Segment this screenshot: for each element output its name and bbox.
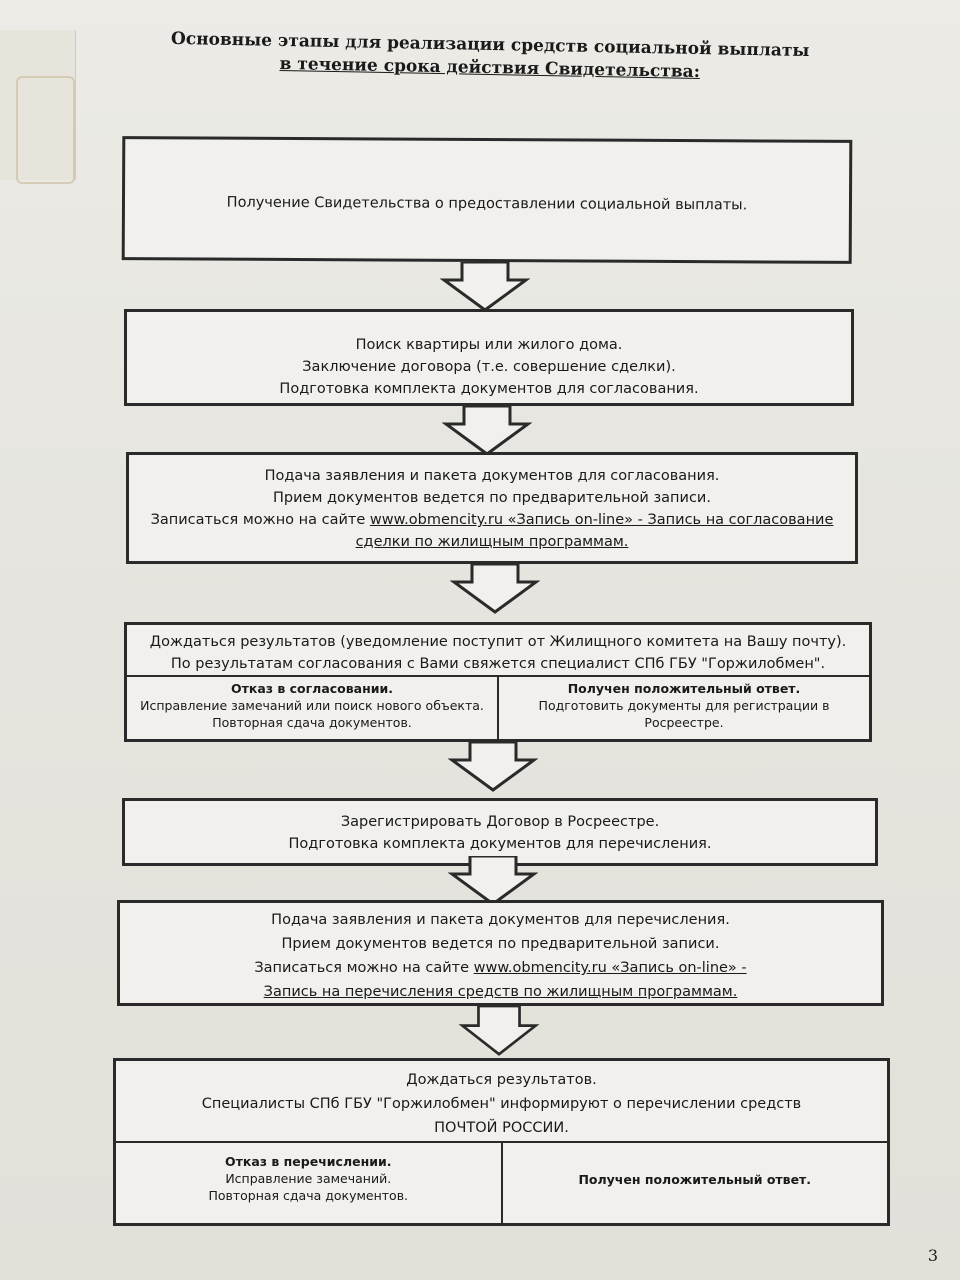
decorative-ornament xyxy=(16,76,75,184)
arrow-down-icon xyxy=(454,1006,544,1056)
underlying-sheet xyxy=(0,30,76,180)
outcome-positive-approval-line-2: Росреестре. xyxy=(499,714,869,731)
step-7-line-1: Дождаться результатов. xyxy=(126,1068,877,1092)
arrow-down-icon xyxy=(440,262,530,312)
step-5-line-1: Зарегистрировать Договор в Росреестре. xyxy=(135,811,865,833)
step-7-line-3: ПОЧТОЙ РОССИИ. xyxy=(126,1116,877,1140)
outcome-positive-approval-head: Получен положительный ответ. xyxy=(499,680,869,697)
outcome-positive-transfer: Получен положительный ответ. xyxy=(501,1143,888,1223)
page-title: Основные этапы для реализации средств со… xyxy=(150,27,831,86)
page-number: 3 xyxy=(928,1246,938,1265)
step-4-line-1: Дождаться результатов (уведомление посту… xyxy=(137,631,859,653)
outcome-refusal-transfer-head: Отказ в перечислении. xyxy=(116,1153,501,1170)
outcome-positive-approval: Получен положительный ответ. Подготовить… xyxy=(497,677,869,739)
step-7-outcomes: Отказ в перечислении. Исправление замеча… xyxy=(116,1141,887,1223)
outcome-positive-transfer-head: Получен положительный ответ. xyxy=(503,1171,888,1188)
step-2-line-1: Поиск квартиры или жилого дома. xyxy=(137,334,841,356)
step-5-line-2: Подготовка комплекта документов для пере… xyxy=(135,833,865,855)
step-3-line-1: Подача заявления и пакета документов для… xyxy=(139,465,845,487)
step-7-box: Дождаться результатов. Специалисты СПб Г… xyxy=(113,1058,890,1226)
step-6-line-2: Прием документов ведется по предваритель… xyxy=(130,932,871,956)
outcome-refusal-transfer-line-2: Повторная сдача документов. xyxy=(116,1187,501,1204)
step-4-line-2: По результатам согласования с Вами свяже… xyxy=(137,653,859,675)
step-1-text: Получение Свидетельства о предоставлении… xyxy=(135,191,839,217)
outcome-refusal-approval: Отказ в согласовании. Исправление замеча… xyxy=(127,677,497,739)
arrow-down-icon xyxy=(448,742,538,792)
step-2-box: Поиск квартиры или жилого дома. Заключен… xyxy=(124,309,854,406)
step-3-box: Подача заявления и пакета документов для… xyxy=(126,452,858,564)
step-1-box: Получение Свидетельства о предоставлении… xyxy=(122,136,853,264)
outcome-positive-approval-line-1: Подготовить документы для регистрации в xyxy=(499,697,869,714)
booking-link-transfer[interactable]: www.obmencity.ru «Запись on-line» - xyxy=(474,960,747,976)
step-2-line-3: Подготовка комплекта документов для согл… xyxy=(137,378,841,400)
booking-link-transfer-cont[interactable]: Запись на перечисления средств по жилищн… xyxy=(130,980,871,1004)
step-3-line-2: Прием документов ведется по предваритель… xyxy=(139,487,845,509)
step-3-line-3-prefix: Записаться можно на сайте xyxy=(151,512,370,528)
step-6-line-1: Подача заявления и пакета документов для… xyxy=(130,908,871,932)
booking-link-approval[interactable]: www.obmencity.ru «Запись on-line» - Запи… xyxy=(370,512,834,528)
outcome-refusal-approval-line-1: Исправление замечаний или поиск нового о… xyxy=(127,697,497,714)
step-2-line-2: Заключение договора (т.е. совершение сде… xyxy=(137,356,841,378)
step-4-outcomes: Отказ в согласовании. Исправление замеча… xyxy=(127,675,869,739)
arrow-down-icon xyxy=(448,856,538,906)
outcome-refusal-approval-line-2: Повторная сдача документов. xyxy=(127,714,497,731)
step-4-box: Дождаться результатов (уведомление посту… xyxy=(124,622,872,742)
arrow-down-icon xyxy=(442,406,532,456)
outcome-refusal-transfer-line-1: Исправление замечаний. xyxy=(116,1170,501,1187)
outcome-refusal-approval-head: Отказ в согласовании. xyxy=(127,680,497,697)
step-7-line-2: Специалисты СПб ГБУ "Горжилобмен" информ… xyxy=(126,1092,877,1116)
step-6-line-3-prefix: Записаться можно на сайте xyxy=(254,960,473,976)
arrow-down-icon xyxy=(450,564,540,614)
outcome-refusal-transfer: Отказ в перечислении. Исправление замеча… xyxy=(116,1143,501,1223)
booking-link-approval-cont[interactable]: сделки по жилищным программам. xyxy=(139,531,845,553)
step-6-box: Подача заявления и пакета документов для… xyxy=(117,900,884,1006)
